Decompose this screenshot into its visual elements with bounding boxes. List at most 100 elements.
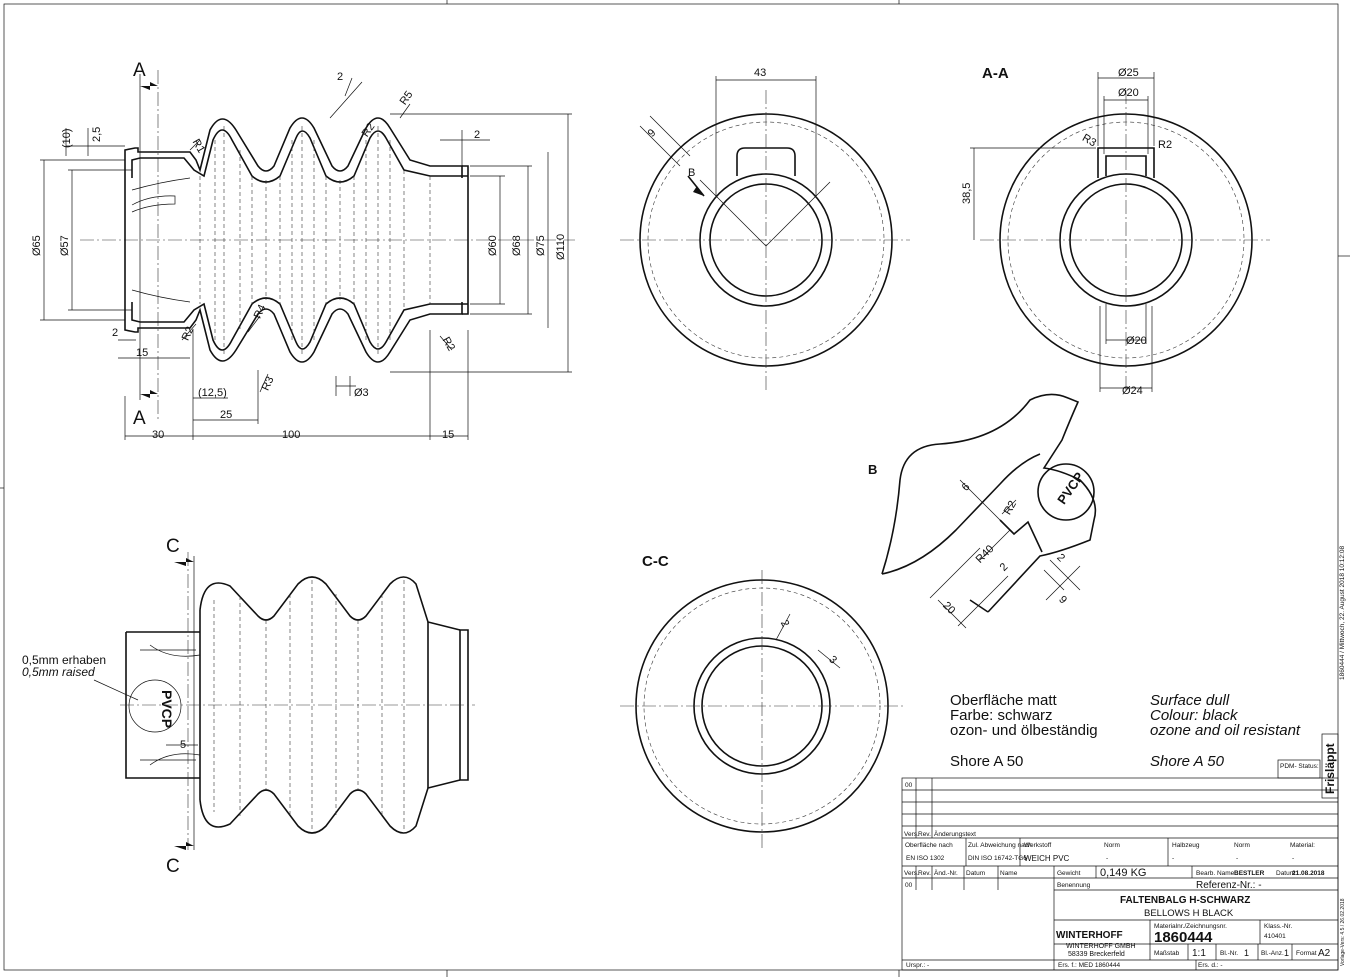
scale-value: 1:1 xyxy=(1192,948,1206,959)
sheet-count-value: 1 xyxy=(1284,948,1289,958)
template-version: Vorlage-Vers: 4.5 / 26.02.2018 xyxy=(1340,898,1346,966)
material-notes: Oberfläche matt Farbe: schwarz ozon- und… xyxy=(950,692,1301,770)
section-c-c: C-C 2 3 xyxy=(620,553,905,850)
sheet-no-value: 1 xyxy=(1244,948,1249,958)
rev-first: 00 xyxy=(905,782,913,789)
material-number-label: Materialnr./Zeichnungsnr. xyxy=(1154,923,1227,930)
dim-12-5: (12,5) xyxy=(198,387,227,399)
detail-marker-b: B xyxy=(688,167,695,179)
change-header-no: Änd.-Nr. xyxy=(934,869,958,877)
date-label: Datum: xyxy=(1276,870,1297,877)
dim-2-flange: 2 xyxy=(474,129,480,141)
tolerance-value: DIN ISO 16742-TG6 xyxy=(968,855,1027,862)
note-de-resistance: ozon- und ölbeständig xyxy=(950,722,1098,739)
side-view: 43 9 B xyxy=(620,67,910,390)
sheet-frame xyxy=(3,3,1339,971)
editor-value: BESTLER xyxy=(1234,870,1265,877)
dim-d24: Ø24 xyxy=(1122,385,1143,397)
origin-label: Urspr.: - xyxy=(906,962,929,969)
print-timestamp: 1860444 / Mittwoch, 22. August 2018 10:1… xyxy=(1339,546,1346,680)
replaces-label: Ers. f.: MED 1860444 xyxy=(1058,962,1121,969)
front-view: A A 2 R5 R2 R1 2 (10) 2,5 Ø65 Ø57 Ø60 Ø6… xyxy=(31,60,575,441)
section-marker-c-top: C xyxy=(166,536,180,557)
editor-label: Bearb. Name: xyxy=(1196,870,1236,877)
sheet-no-label: Bl.-Nr. xyxy=(1220,950,1238,957)
pvcp-emboss-bottom: PVCP xyxy=(159,690,175,728)
company-address: 58339 Breckerfeld xyxy=(1068,951,1125,958)
dim-r3: R3 xyxy=(260,375,277,393)
dim-30: 30 xyxy=(152,429,164,441)
dim-r2-detail: R2 xyxy=(1002,499,1019,517)
dim-38-5: 38,5 xyxy=(961,183,973,204)
note-de-surface: Oberfläche matt xyxy=(950,692,1058,709)
semi-finished-value: - xyxy=(1172,855,1174,862)
mat-label: Material: xyxy=(1290,842,1315,849)
mat-value: - xyxy=(1292,855,1294,862)
dim-3-cc: 3 xyxy=(826,654,839,667)
bottom-view: C C 0,5mm erhaben 0,5mm raised PVCP 5 xyxy=(22,536,475,877)
change-first: 00 xyxy=(905,882,913,889)
tolerance-label: Zul. Abweichung nach xyxy=(968,842,1032,849)
material-label: Werkstoff xyxy=(1024,842,1051,849)
note-en-colour: Colour: black xyxy=(1150,707,1239,724)
dim-r4: R4 xyxy=(252,303,269,321)
weight-label: Gewicht xyxy=(1057,870,1081,877)
format-label: Format xyxy=(1296,950,1317,957)
change-header-name: Name xyxy=(1000,870,1018,877)
weight-value: 0,149 KG xyxy=(1100,867,1146,879)
format-value: A2 xyxy=(1318,948,1331,959)
dim-d110: Ø110 xyxy=(555,234,567,260)
pdm-status-label: PDM- Status: xyxy=(1280,763,1319,770)
reference-label: Referenz-Nr.: - xyxy=(1196,880,1262,891)
dim-15-left: 15 xyxy=(136,347,148,359)
norm2-label: Norm xyxy=(1234,842,1250,849)
class-value: 410401 xyxy=(1264,933,1286,940)
drawing-title-de: FALTENBALG H-SCHWARZ xyxy=(1120,895,1250,906)
detail-b-label: B xyxy=(868,462,877,477)
date-value: 21.08.2018 xyxy=(1292,870,1325,877)
material-value: WEICH PVC xyxy=(1024,854,1070,863)
designation-label: Benennung xyxy=(1057,882,1091,889)
company-logo: WINTERHOFF xyxy=(1056,930,1123,941)
raised-note-en: 0,5mm raised xyxy=(22,665,95,679)
dim-d60: Ø60 xyxy=(487,235,499,256)
dim-r2-bottom: R2 xyxy=(180,325,197,343)
section-marker-a-top: A xyxy=(133,60,146,81)
norm2-value: - xyxy=(1236,855,1238,862)
sheet-count-label: Bl.-Anz. xyxy=(1261,950,1284,957)
dim-2-top: 2 xyxy=(337,71,343,83)
class-label: Klass.-Nr. xyxy=(1264,923,1292,930)
section-c-c-label: C-C xyxy=(642,553,669,570)
dim-9-side: 9 xyxy=(646,127,659,140)
rev-header-text: Änderungstext xyxy=(934,830,976,838)
change-header-date: Datum xyxy=(966,870,985,877)
dim-r3-aa: R3 xyxy=(1080,132,1098,149)
dim-25: 25 xyxy=(220,409,232,421)
dim-d3: Ø3 xyxy=(354,387,369,399)
replaced-by-label: Ers. d.: - xyxy=(1198,962,1223,969)
rev-header-vers: Vers. xyxy=(904,831,919,838)
detail-b: B PVCP 6 R2 R40 2 20 2 9 xyxy=(868,393,1097,629)
dim-43: 43 xyxy=(754,67,766,79)
dim-r5: R5 xyxy=(398,89,416,107)
dim-5-bottom: 5 xyxy=(180,739,186,751)
drawing-number: 1860444 xyxy=(1154,929,1213,946)
section-a-a-label: A-A xyxy=(982,65,1009,82)
semi-finished-label: Halbzeug xyxy=(1172,842,1200,849)
dim-d25: Ø25 xyxy=(1118,67,1139,79)
note-de-colour: Farbe: schwarz xyxy=(950,707,1053,724)
section-marker-c-bottom: C xyxy=(166,856,180,877)
title-block: PDM- Status: 00 Vers. Rev. Änderungstext… xyxy=(901,759,1339,971)
dim-d68: Ø68 xyxy=(511,235,523,256)
dim-d65: Ø65 xyxy=(31,235,43,256)
change-header-vers: Vers. xyxy=(904,870,919,877)
dim-d20-bottom: Ø20 xyxy=(1126,335,1147,347)
dim-20-detail: 20 xyxy=(940,600,957,617)
norm-label: Norm xyxy=(1104,842,1120,849)
note-de-shore: Shore A 50 xyxy=(950,753,1023,770)
dim-d20-top: Ø20 xyxy=(1118,87,1139,99)
dim-9-detail: 9 xyxy=(1056,594,1069,607)
dim-r2-right: R2 xyxy=(440,335,457,353)
release-stamp: Frisläppt xyxy=(1323,743,1337,794)
